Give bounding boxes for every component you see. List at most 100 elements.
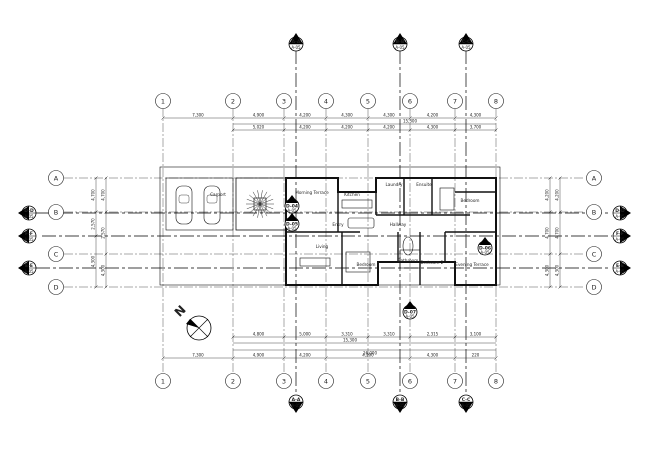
- section-marker-bottom-A-A-arrow: [289, 402, 303, 413]
- dim-bottom-row2-label: 4,200: [299, 353, 311, 358]
- room-label-carport: Carport: [210, 192, 226, 197]
- tree-branch: [257, 190, 261, 205]
- dim-side-right-outer-tick: [558, 285, 562, 289]
- grid-bubble-top-1-label: 1: [161, 97, 165, 105]
- grid-bubble-top-5-label: 5: [366, 97, 370, 105]
- dim-top-row1-tick: [366, 116, 370, 120]
- dim-bottom-total2-label: 16,000: [363, 351, 377, 356]
- section-marker-right-E-E: E-EA-05: [612, 260, 631, 276]
- detail-callout-d06: D-06A-05: [477, 237, 493, 256]
- grid-bubble-bottom-1-circle: [155, 373, 171, 389]
- dim-bottom-row2-tick: [231, 356, 235, 360]
- section-marker-bottom-C-C-arrow: [459, 402, 473, 413]
- grid-bubble-bottom-5-circle: [360, 373, 376, 389]
- section-marker-top-B-B-arrow: [393, 33, 407, 44]
- dining-table: [347, 217, 375, 229]
- dim-side-left-label: 2,570: [91, 218, 96, 230]
- section-marker-left-F-F-label: F-F: [25, 231, 33, 237]
- dim-bottom-row1-label: 2,315: [427, 332, 439, 337]
- grid-bubble-bottom-4-label: 4: [324, 377, 328, 385]
- grid-bubble-right-D-circle: [586, 279, 602, 295]
- section-marker-left-E-E-label: E-E: [25, 263, 33, 269]
- dim-bottom-row1-tick: [453, 335, 457, 339]
- grid-bubble-top-4-circle: [318, 93, 334, 109]
- dim-bottom-row2-tick: [494, 356, 498, 360]
- grid-bubble-left-D-circle: [48, 279, 64, 295]
- detail-callout-d05: D-05A-05: [284, 213, 300, 232]
- dim-side-left-inner-tick: [104, 285, 108, 289]
- grid-bubble-right-D-label: D: [591, 283, 596, 291]
- section-marker-left-D-D-sheet: A-05: [24, 214, 34, 219]
- dim-side-left-inner-tick: [104, 252, 108, 256]
- grid-bubble-right-B-label: B: [592, 208, 596, 216]
- tree-branch: [259, 203, 263, 218]
- dim-top-row1-tick: [453, 116, 457, 120]
- section-marker-top-C-C-arrow: [459, 33, 473, 44]
- tree-branch: [259, 194, 271, 205]
- detail-callout-d04-sheet: A-05: [287, 208, 297, 213]
- dim-bottom-row1-label: 5,000: [299, 332, 311, 337]
- grid-bubble-top-8-label: 8: [494, 97, 498, 105]
- section-marker-left-E-E: E-EA-05: [18, 260, 37, 276]
- bathtub: [402, 236, 414, 256]
- dim-bottom-row1-tick: [494, 335, 498, 339]
- room-label-evening-terrace: Evening Terrace: [455, 262, 489, 267]
- section-marker-right-F-F-sheet: A-05: [615, 237, 625, 242]
- section-marker-top-C-C-sheet: A-05: [461, 45, 471, 50]
- dim-top-row2-label: 4,200: [341, 125, 353, 130]
- carport-slab: [165, 177, 234, 231]
- detail-callout-d05-label: D-05: [286, 222, 298, 228]
- detail-callout-d05-sheet: A-05: [287, 226, 297, 231]
- dim-bottom-row2-tick: [161, 356, 165, 360]
- tree-branch: [259, 203, 274, 210]
- dim-top-row1-tick: [161, 116, 165, 120]
- detail-callout-d07-sheet: A-05: [405, 314, 415, 319]
- dim-side-right-tick: [548, 252, 552, 256]
- dim-bottom-row1-tick: [366, 335, 370, 339]
- section-marker-bottom-B-B-arrow: [393, 402, 407, 413]
- grid-bubble-bottom-4-circle: [318, 373, 334, 389]
- dim-top-row2-tick: [453, 128, 457, 132]
- dim-side-right-tick: [548, 176, 552, 180]
- section-marker-right-F-F-label: F-F: [616, 231, 624, 237]
- grid-bubble-top-7-label: 7: [453, 97, 457, 105]
- grid-bubble-left-A-circle: [48, 170, 64, 186]
- grid-bubble-top-2-label: 2: [231, 97, 235, 105]
- tree-branch: [259, 190, 263, 205]
- section-marker-left-E-E-sheet: A-05: [24, 269, 34, 274]
- section-marker-left-D-D-label: D-D: [24, 208, 34, 214]
- car-outline: [203, 185, 221, 225]
- dim-bottom-row1-tick: [324, 335, 328, 339]
- bed: [439, 187, 455, 211]
- dim-top-row2-tick: [231, 128, 235, 132]
- tree-branch: [249, 194, 261, 205]
- section-marker-right-F-F: F-FA-05: [612, 228, 631, 244]
- grid-bubble-bottom-1-label: 1: [161, 377, 165, 385]
- grid-bubble-top-5-circle: [360, 93, 376, 109]
- detail-callout-d04: D-04A-05: [284, 195, 300, 214]
- room-label-bedroom1: Bedroom: [461, 198, 480, 203]
- dim-side-left-tick: [94, 234, 98, 238]
- dim-top-row2-label: 5,020: [253, 125, 265, 130]
- grid-bubble-top-2-circle: [225, 93, 241, 109]
- grid-bubble-top-4-label: 4: [324, 97, 328, 105]
- detail-callout-d04-arrow: [286, 195, 298, 203]
- dim-side-left-inner-label: 2,570: [101, 227, 106, 239]
- dim-side-left-label: 4,700: [91, 189, 96, 201]
- detail-callout-d04-label: D-04: [286, 204, 298, 210]
- room-label-hallway: Hallway: [390, 222, 407, 227]
- grid-bubble-bottom-2-circle: [225, 373, 241, 389]
- room-label-living: Living: [316, 244, 329, 249]
- dim-side-right-label: 4,200: [545, 189, 550, 201]
- room-label-ensuite: Ensuite: [416, 182, 432, 187]
- dim-bottom-row2-label: 4,200: [362, 353, 374, 358]
- section-marker-top-A-A-label: A-A: [292, 39, 301, 45]
- bed: [345, 251, 371, 273]
- dim-top-row2-label: 4,200: [299, 125, 311, 130]
- grid-bubble-bottom-7-label: 7: [453, 377, 457, 385]
- dim-bottom-row2-label: 220: [472, 353, 480, 358]
- dim-bottom-row2-label: 4,900: [253, 353, 265, 358]
- north-arrow-pointer: [186, 319, 199, 328]
- section-marker-bottom-A-A-sheet: A-05: [291, 403, 301, 408]
